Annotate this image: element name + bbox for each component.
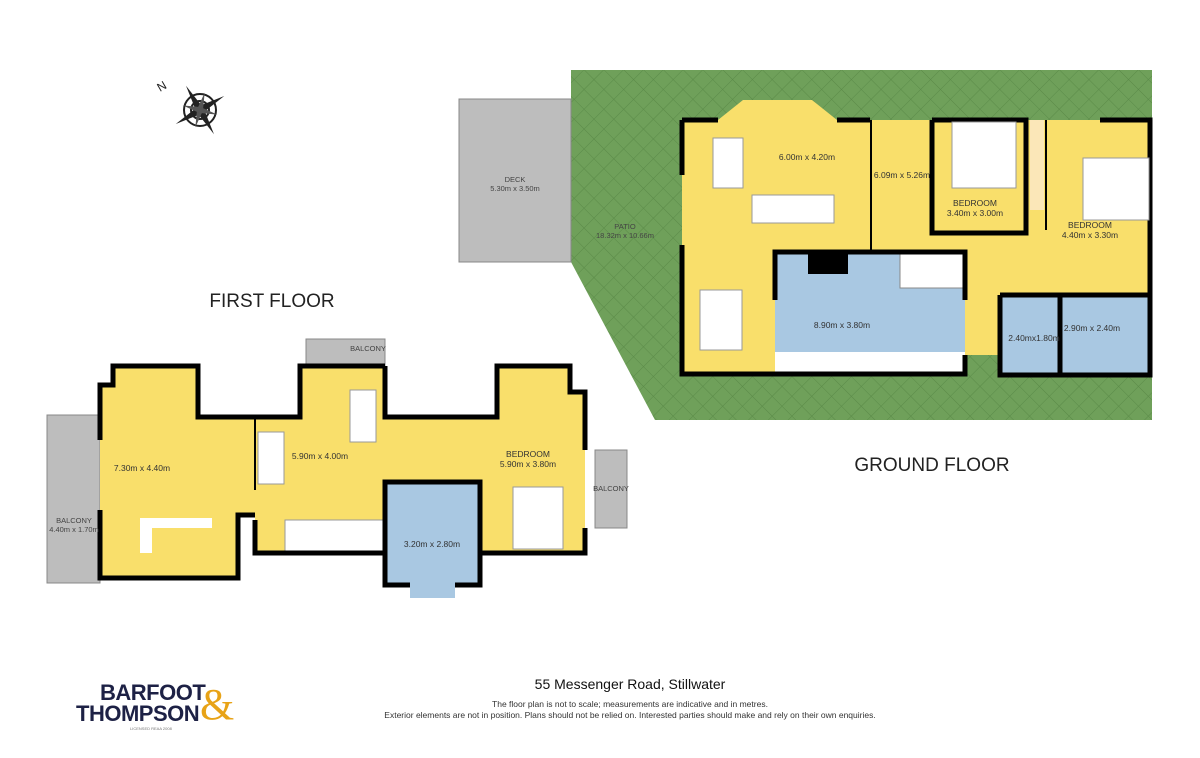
room-label: DECK xyxy=(505,175,526,184)
balcony-west xyxy=(46,414,101,584)
room-label: BALCONY xyxy=(593,484,629,493)
room-label: 6.09m x 5.26m xyxy=(874,170,930,180)
disclaimer-line-2: Exterior elements are not in position. P… xyxy=(384,710,876,720)
barfoot-thompson-logo: BARFOOT THOMPSON xyxy=(76,680,206,726)
bed xyxy=(512,486,564,550)
fireplace xyxy=(808,252,848,274)
room-label: THOMPSON xyxy=(76,701,200,726)
room-label: BEDROOM xyxy=(506,449,550,459)
room-label: 3.40m x 3.00m xyxy=(947,208,1003,218)
stairs xyxy=(284,519,386,554)
logo-ampersand: & xyxy=(200,680,235,729)
bathroom-2 xyxy=(1060,295,1150,375)
room-label: 4.40m x 1.70m xyxy=(49,525,99,534)
room-label: 4.40m x 3.30m xyxy=(1062,230,1118,240)
room-label: 8.90m x 3.80m xyxy=(814,320,870,330)
room-label: 7.30m x 4.40m xyxy=(114,463,170,473)
ground-floor-title: GROUND FLOOR xyxy=(854,455,1009,476)
compass-rose-icon: N xyxy=(155,78,225,135)
kitchen-bench xyxy=(775,352,965,374)
bathroom-1 xyxy=(1000,295,1060,375)
sofa xyxy=(751,194,835,224)
balcony-east xyxy=(594,449,628,529)
room-label: 2.90m x 2.40m xyxy=(1064,323,1120,333)
room-label: BALCONY xyxy=(350,344,386,353)
room-label: 3.20m x 2.80m xyxy=(404,539,460,549)
room-label: 6.00m x 4.20m xyxy=(779,152,835,162)
room-label: BEDROOM xyxy=(953,198,997,208)
room-label: 5.30m x 3.50m xyxy=(490,184,540,193)
room-label: PATIO xyxy=(614,222,636,231)
armchair xyxy=(712,137,744,189)
deck xyxy=(458,98,572,263)
first-floor-bathroom xyxy=(385,482,480,598)
logo-license: LICENSED REAA 2008 xyxy=(130,726,172,731)
dining-table xyxy=(699,289,743,351)
room-label: N xyxy=(155,78,170,94)
room-label: 18.32m x 10.66m xyxy=(596,231,654,240)
disclaimer-line-1: The floor plan is not to scale; measurem… xyxy=(492,699,768,709)
sofa xyxy=(349,389,377,443)
property-address: 55 Messenger Road, Stillwater xyxy=(534,676,726,692)
room-label: 5.90m x 4.00m xyxy=(292,451,348,461)
first-floor-title: FIRST FLOOR xyxy=(209,291,334,312)
wardrobe xyxy=(1030,120,1044,210)
bed xyxy=(1082,157,1150,221)
room-label: BEDROOM xyxy=(1068,220,1112,230)
room-label: 5.90m x 3.80m xyxy=(500,459,556,469)
ground-floor-plan: 6.00m x 4.20m 6.09m x 5.26m BEDROOM 3.40… xyxy=(458,70,1153,476)
room-label: BALCONY xyxy=(56,516,92,525)
kitchen-bench xyxy=(140,518,212,528)
room-label: BARFOOT xyxy=(100,680,206,705)
room-label: 2.40mx1.80m xyxy=(1008,333,1060,343)
sofa xyxy=(257,431,285,485)
first-floor-plan: 7.30m x 4.40m 5.90m x 4.00m BEDROOM 5.90… xyxy=(46,291,629,598)
bed xyxy=(951,121,1017,189)
stairs xyxy=(899,251,966,289)
